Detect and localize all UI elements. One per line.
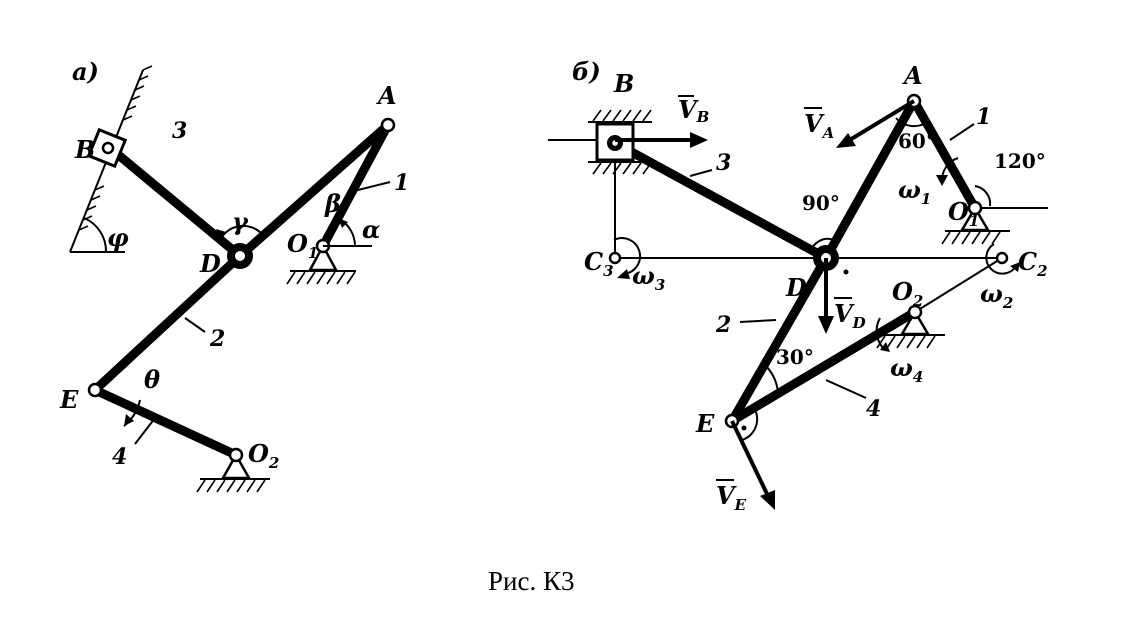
angle-alpha-label: α [362, 215, 380, 244]
link-1-label: 1 [394, 170, 409, 196]
link-4-leader [825, 379, 867, 399]
angle-60-arc [895, 117, 931, 128]
link-1-leader [949, 123, 975, 141]
omega-2-label: ω2 [980, 279, 1013, 312]
angle-30-label: 30° [776, 345, 814, 369]
point-b-label: B [74, 135, 95, 164]
link-4-bar [727, 307, 920, 426]
velocity-ve-label: VE [716, 481, 747, 514]
angle-phi-label: φ [107, 223, 129, 252]
point-d-label: D [785, 273, 807, 302]
link-3-label: 3 [716, 150, 731, 176]
omega-3-arrow [617, 269, 630, 279]
velocity-vd-arrow [818, 258, 834, 334]
point-c2-label: C2 [1018, 247, 1048, 280]
omega-2-arc [985, 243, 1017, 275]
angle-beta-arc [371, 140, 381, 152]
point-e-label: E [695, 409, 715, 438]
omega-4-arrow [880, 342, 890, 352]
link-3-label: 3 [172, 118, 187, 144]
angle-30-arc [765, 365, 779, 395]
support-o1 [941, 200, 1010, 245]
joint-a [380, 117, 396, 133]
link-1-leader [349, 181, 391, 193]
angle-theta-arrow [124, 414, 134, 426]
link-2-leader [184, 317, 206, 333]
velocity-vd-label: VD [834, 299, 866, 332]
link-1-bar [909, 96, 980, 213]
link-2-label: 2 [715, 312, 731, 338]
velocity-va-label: VA [804, 109, 834, 142]
link-1-label: 1 [976, 104, 991, 130]
omega-2-arrow [1010, 262, 1020, 272]
angle-gamma-label: γ [232, 207, 249, 236]
omega-1-arrow [936, 175, 948, 186]
link-2-upper-bar [821, 96, 919, 263]
point-a-label: A [376, 81, 397, 110]
point-o1-label: O1 [287, 229, 318, 262]
omega-4-label: ω4 [890, 353, 923, 386]
link-2-lower-bar [90, 251, 245, 395]
point-c3 [608, 251, 622, 265]
support-o2 [876, 304, 945, 349]
joint-b [101, 141, 115, 155]
point-b-label: B [613, 69, 634, 98]
panel-b: б) [548, 57, 1048, 514]
panel-b-label: б) [572, 57, 601, 86]
point-d-label: D [199, 249, 221, 278]
support-o2 [196, 447, 270, 493]
velocity-ve-arrow [730, 420, 775, 510]
point-o2-label: O2 [248, 439, 279, 472]
velocity-vb-arrow [615, 132, 708, 148]
velocity-va-arrow [836, 99, 916, 148]
panel-a: а) φ [59, 57, 409, 493]
angle-120-arc [974, 185, 992, 207]
link-4-leader [134, 417, 156, 445]
link-2-leader [739, 319, 777, 323]
point-a-label: A [902, 61, 923, 90]
construction-line-c2-o2 [914, 257, 1003, 313]
link-1-bar [318, 120, 393, 251]
point-c2 [995, 251, 1009, 265]
joint-d [233, 249, 247, 263]
panel-a-label: а) [72, 57, 99, 86]
angle-90-label: 90° [802, 191, 840, 215]
link-3-bar [610, 138, 831, 263]
velocity-vb-label: VB [678, 95, 709, 126]
omega-1-label: ω1 [898, 175, 931, 208]
link-2-upper-bar [235, 120, 393, 261]
support-o1 [286, 217, 372, 285]
angle-60-label: 60° [898, 129, 936, 153]
joint-e [87, 382, 103, 398]
angle-gamma-arrow [216, 229, 226, 240]
point-c3-label: C3 [584, 247, 614, 280]
right-angle-dot-d [843, 269, 849, 275]
link-2-lower-bar [727, 253, 831, 426]
link-4-label: 4 [866, 396, 881, 422]
right-angle-e-arc [741, 411, 759, 441]
point-o1-label: O1 [948, 197, 979, 230]
link-3-bar [105, 143, 245, 261]
omega-3-arc [613, 237, 641, 275]
link-3-leader [689, 169, 713, 177]
angle-theta-label: θ [144, 365, 160, 394]
link-4-label: 4 [112, 444, 127, 470]
angle-120-label: 120° [994, 149, 1046, 173]
omega-3-label: ω3 [632, 261, 665, 294]
figure-caption: Рис. К3 [488, 566, 574, 596]
link-4-bar [90, 385, 241, 460]
point-e-label: E [59, 385, 79, 414]
angle-beta-label: β [324, 189, 341, 218]
right-angle-dot-e [741, 425, 747, 431]
point-o2-label: O2 [892, 277, 923, 310]
angle-90-arc [809, 237, 835, 255]
link-2-label: 2 [209, 326, 225, 352]
